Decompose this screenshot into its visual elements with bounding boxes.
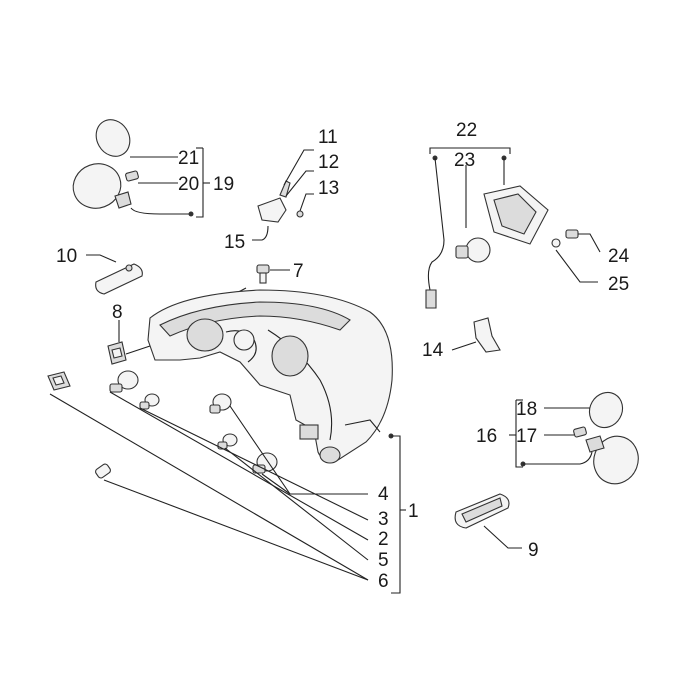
callout-18: 18 — [516, 399, 537, 420]
callout-1: 1 — [408, 501, 419, 522]
callout-9: 9 — [528, 540, 539, 561]
number-plate-light-group — [252, 149, 314, 241]
light-housing-part-22 — [483, 185, 549, 245]
license-light-group — [425, 147, 601, 309]
callout-8: 8 — [112, 302, 123, 323]
callout-14: 14 — [422, 340, 444, 361]
callout-13: 13 — [318, 178, 339, 199]
callout-17: 17 — [516, 426, 537, 447]
callout-22: 22 — [456, 120, 477, 141]
callout-24: 24 — [608, 246, 630, 267]
callout-12: 12 — [318, 152, 339, 173]
indicator-bulb-part-20 — [125, 170, 139, 182]
callout-20: 20 — [178, 174, 199, 195]
callout-21: 21 — [178, 148, 199, 169]
indicator-housing-part-16 — [593, 435, 639, 485]
bracket-part-14 — [451, 317, 501, 353]
screw-part-13 — [296, 210, 304, 218]
bulb-part-6b — [95, 463, 111, 479]
callout-6: 6 — [378, 571, 389, 592]
bulb-part-4a — [209, 393, 232, 414]
callout-3: 3 — [378, 509, 389, 530]
reflector-part-9 — [454, 493, 522, 549]
callout-5: 5 — [378, 550, 389, 571]
bulb-part-4b — [252, 452, 278, 474]
callout-25: 25 — [608, 274, 629, 295]
tail-light-housing-part-1 — [147, 289, 393, 464]
rear-right-turn-indicator-group — [509, 391, 639, 485]
bracket-part-1 — [388, 433, 406, 594]
plate-light-bracket — [279, 180, 291, 198]
bulb-part-3 — [139, 393, 160, 410]
callout-16: 16 — [476, 426, 497, 447]
callout-2: 2 — [378, 529, 389, 550]
indicator-housing-part-19 — [72, 163, 122, 209]
plate-light-part-15 — [257, 197, 287, 223]
callout-11: 11 — [318, 127, 338, 148]
callout-19: 19 — [213, 174, 234, 195]
callout-23: 23 — [454, 150, 475, 171]
bulbs — [95, 370, 369, 581]
indicator-bulb-part-17 — [573, 426, 587, 438]
indicator-lens-part-21 — [95, 119, 131, 157]
indicator-lens-part-18 — [588, 391, 624, 429]
indicator-stem — [114, 191, 132, 209]
washer-part-25 — [551, 238, 598, 283]
bulb-part-23 — [455, 237, 491, 263]
callout-4: 4 — [378, 484, 389, 505]
screw-part-24 — [565, 229, 601, 253]
wire-connector — [425, 289, 437, 309]
reflector-part-10 — [86, 254, 143, 295]
bulb-part-2 — [109, 370, 139, 393]
rear-left-turn-indicator-group — [72, 119, 210, 218]
callout-labels: 1 2 3 4 5 6 7 8 9 10 11 12 13 14 15 16 1… — [56, 120, 630, 592]
callout-10: 10 — [56, 246, 77, 267]
callout-15: 15 — [224, 232, 245, 253]
callout-7: 7 — [293, 261, 304, 282]
bulb-part-5 — [217, 433, 238, 450]
clip-part-8 — [107, 320, 151, 365]
connector-part-6 — [47, 371, 369, 581]
